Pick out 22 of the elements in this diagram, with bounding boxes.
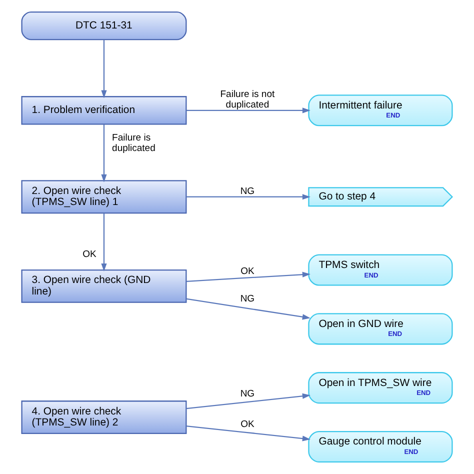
arrow — [186, 194, 310, 200]
edge-label: NG — [240, 388, 255, 400]
arrow — [186, 425, 310, 442]
arrow — [186, 393, 310, 410]
edge-label: OK — [240, 418, 254, 430]
node-box: 4. Open wire check (TPMS_SW line) 2 — [21, 400, 187, 434]
arrow — [101, 124, 107, 182]
node-box: 2. Open wire check (TPMS_SW line) 1 — [21, 180, 187, 214]
arrow — [101, 40, 107, 98]
node-box: 1. Problem verification — [21, 96, 187, 125]
edge-label: NG — [240, 186, 255, 198]
node-box: 3. Open wire check (GND line) — [21, 269, 187, 303]
edge-label: OK — [240, 266, 254, 277]
edge-label: NG — [240, 293, 255, 304]
edge-label: Failure is duplicated — [112, 132, 156, 154]
edge-label: OK — [82, 249, 96, 260]
edge-label: Failure is not duplicated — [220, 89, 275, 111]
arrow — [101, 213, 107, 272]
arrow — [186, 298, 310, 320]
arrow — [186, 108, 310, 114]
node-box: DTC 151-31 — [21, 12, 187, 40]
arrow — [186, 272, 310, 282]
